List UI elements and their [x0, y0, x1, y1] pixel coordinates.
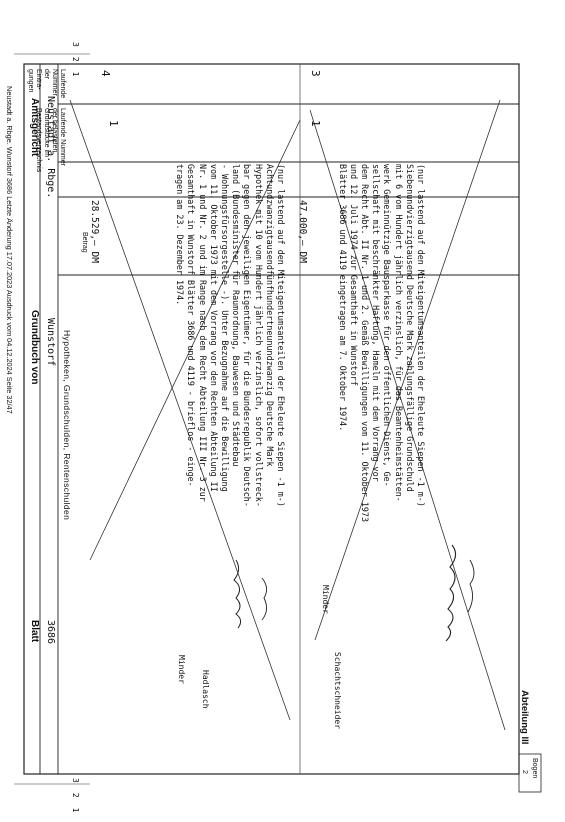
grundbuch-label: Grundbuch von	[29, 310, 40, 385]
section-title: Hypotheken, Grundschulden, Rentenschulde…	[62, 330, 72, 521]
entry-3-nr: 3	[309, 70, 322, 77]
entry-4-text: (nur lastend auf den Miteigentumsanteile…	[175, 164, 286, 507]
footer-text: Neustadt a. Rbge. Wunstorf 3686 Letzte Ä…	[5, 86, 14, 414]
entry-3-betrag: 47.000,– DM	[297, 200, 308, 263]
col3-header: Betrag	[81, 232, 88, 253]
entry-3-signature-1: Minder	[321, 585, 330, 614]
signature-scribble-2	[261, 577, 267, 621]
form-lines	[14, 53, 542, 793]
blatt-label: Blatt	[29, 620, 40, 643]
cancel-line-2	[89, 119, 301, 561]
bogen-box	[518, 753, 542, 793]
entry-3-text: (nur lastend auf den Miteigentumsanteile…	[337, 164, 426, 522]
bogen-value: 2	[521, 770, 528, 774]
cancel-line-3	[309, 109, 506, 731]
entry-4-betrag: 28.529,– DM	[89, 200, 100, 263]
cancel-line-4	[314, 99, 501, 641]
blatt-value: 3686	[45, 620, 56, 645]
entry-4-signature-1: Minder	[177, 655, 186, 684]
entry-4-signature-2: Hadlasch	[201, 670, 210, 709]
signature-scribble-1	[233, 559, 242, 629]
signature-scribble-3	[445, 544, 457, 642]
entry-4-grundstueck: 1	[107, 120, 120, 127]
entry-3-signature-2: Schachtschneider	[333, 652, 342, 730]
grundbuch-value: Wunstorf	[45, 318, 56, 367]
entry-3-grundstueck: 1	[309, 120, 322, 127]
abteilung-label: Abteilung III	[519, 690, 530, 745]
cancel-line-1	[69, 99, 291, 721]
form-frame	[23, 63, 520, 775]
top-margin-marks: 321	[71, 42, 80, 87]
signature-scribble-4	[467, 559, 475, 613]
bogen-label: Bogen	[531, 758, 538, 779]
bottom-margin-marks: 321	[71, 778, 80, 822]
entry-4-nr: 4	[99, 70, 112, 77]
